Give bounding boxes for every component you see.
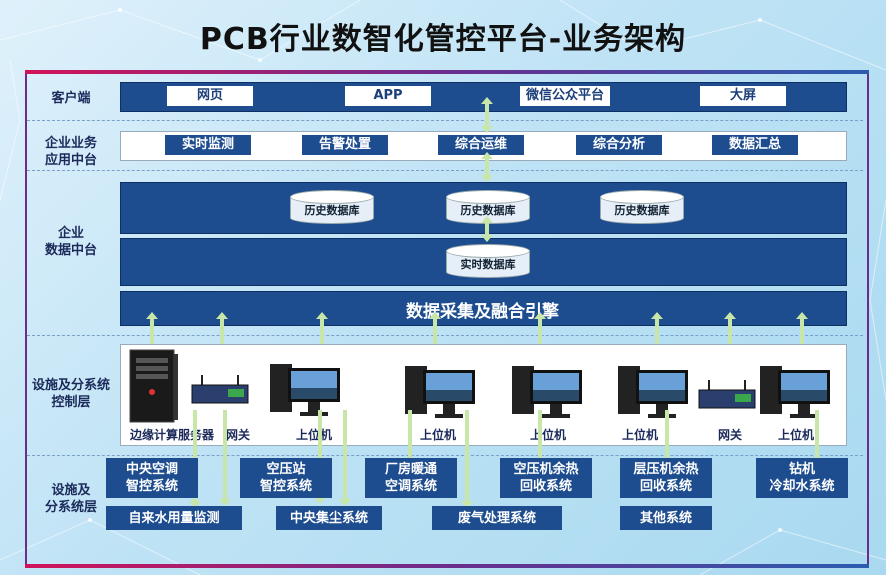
arrow-icon	[811, 410, 823, 466]
arrow-icon	[429, 312, 441, 344]
system-compressor-heat[interactable]: 空压机余热 回收系统	[500, 458, 592, 498]
host-computer-icon[interactable]	[512, 362, 584, 420]
client-item-web[interactable]: 网页	[167, 86, 253, 106]
client-item-app[interactable]: APP	[345, 86, 431, 106]
history-db-icon: 历史数据库	[600, 190, 684, 224]
host-label: 上位机	[296, 428, 333, 442]
arrow-icon	[189, 410, 201, 508]
client-item-screen[interactable]: 大屏	[700, 86, 786, 106]
layer-data-label: 企业数据中台	[44, 226, 97, 258]
host-label: 上位机	[530, 428, 567, 442]
separator	[27, 455, 863, 456]
realtime-db-icon: 实时数据库	[446, 244, 530, 278]
arrow-icon	[339, 410, 351, 506]
system-central-hvac[interactable]: 中央空调 智控系统	[106, 458, 198, 498]
arrow-icon	[534, 410, 546, 466]
arrow-icon	[219, 410, 231, 506]
separator	[27, 120, 863, 121]
app-item-monitor[interactable]: 实时监测	[165, 135, 251, 155]
client-item-wechat[interactable]: 微信公众平台	[520, 86, 610, 106]
page-title: PCB行业数智化管控平台-业务架构	[199, 22, 687, 57]
app-item-analysis[interactable]: 综合分析	[576, 135, 662, 155]
arrow-icon	[661, 410, 673, 466]
gateway-label: 网关	[718, 428, 743, 442]
arrow-icon	[481, 216, 493, 242]
arrow-icon	[316, 312, 328, 344]
layer-app-label: 企业业务应用中台	[44, 136, 97, 168]
arrow-icon	[314, 410, 326, 504]
host-label: 上位机	[778, 428, 815, 442]
edge-server-label: 边缘计算服务器	[130, 428, 215, 442]
layer-client-label: 客户端	[51, 91, 91, 106]
app-item-alarm[interactable]: 告警处置	[302, 135, 388, 155]
arrow-icon	[146, 312, 158, 344]
architecture-frame	[25, 70, 869, 568]
engine-label: 数据采集及融合引擎	[406, 302, 559, 322]
gateway-icon[interactable]	[697, 380, 757, 410]
gateway-icon[interactable]	[190, 375, 250, 405]
arrow-icon	[534, 312, 546, 344]
gateway-label: 网关	[226, 428, 251, 442]
host-computer-icon[interactable]	[618, 362, 690, 420]
arrow-icon	[404, 410, 416, 466]
arrow-icon	[216, 312, 228, 344]
engine-bar	[120, 291, 847, 326]
history-db-icon: 历史数据库	[290, 190, 374, 224]
host-label: 上位机	[622, 428, 659, 442]
system-plant-hvac[interactable]: 厂房暖通 空调系统	[365, 458, 457, 498]
system-laminator-heat[interactable]: 层压机余热 回收系统	[620, 458, 712, 498]
system-other[interactable]: 其他系统	[620, 506, 712, 530]
system-drill-cooling[interactable]: 钻机 冷却水系统	[756, 458, 848, 498]
separator	[27, 170, 863, 171]
layer-control-label: 设施及分系统控制层	[31, 378, 110, 410]
arrow-icon	[481, 97, 493, 133]
arrow-icon	[461, 410, 473, 508]
arrow-icon	[481, 152, 493, 182]
host-label: 上位机	[420, 428, 457, 442]
host-computer-icon[interactable]	[760, 362, 832, 420]
system-air-compressor[interactable]: 空压站 智控系统	[240, 458, 332, 498]
arrow-icon	[651, 312, 663, 344]
arrow-icon	[796, 312, 808, 344]
system-water-monitor[interactable]: 自来水用量监测	[106, 506, 242, 530]
arrow-icon	[724, 312, 736, 344]
edge-server-icon[interactable]	[128, 348, 180, 424]
system-waste-gas[interactable]: 废气处理系统	[432, 506, 562, 530]
app-item-ops[interactable]: 综合运维	[438, 135, 524, 155]
app-item-summary[interactable]: 数据汇总	[712, 135, 798, 155]
host-computer-icon[interactable]	[405, 362, 477, 420]
separator	[27, 335, 863, 336]
layer-facility-label: 设施及分系统层	[44, 483, 97, 515]
system-dust[interactable]: 中央集尘系统	[276, 506, 382, 530]
host-computer-icon[interactable]	[270, 360, 342, 418]
